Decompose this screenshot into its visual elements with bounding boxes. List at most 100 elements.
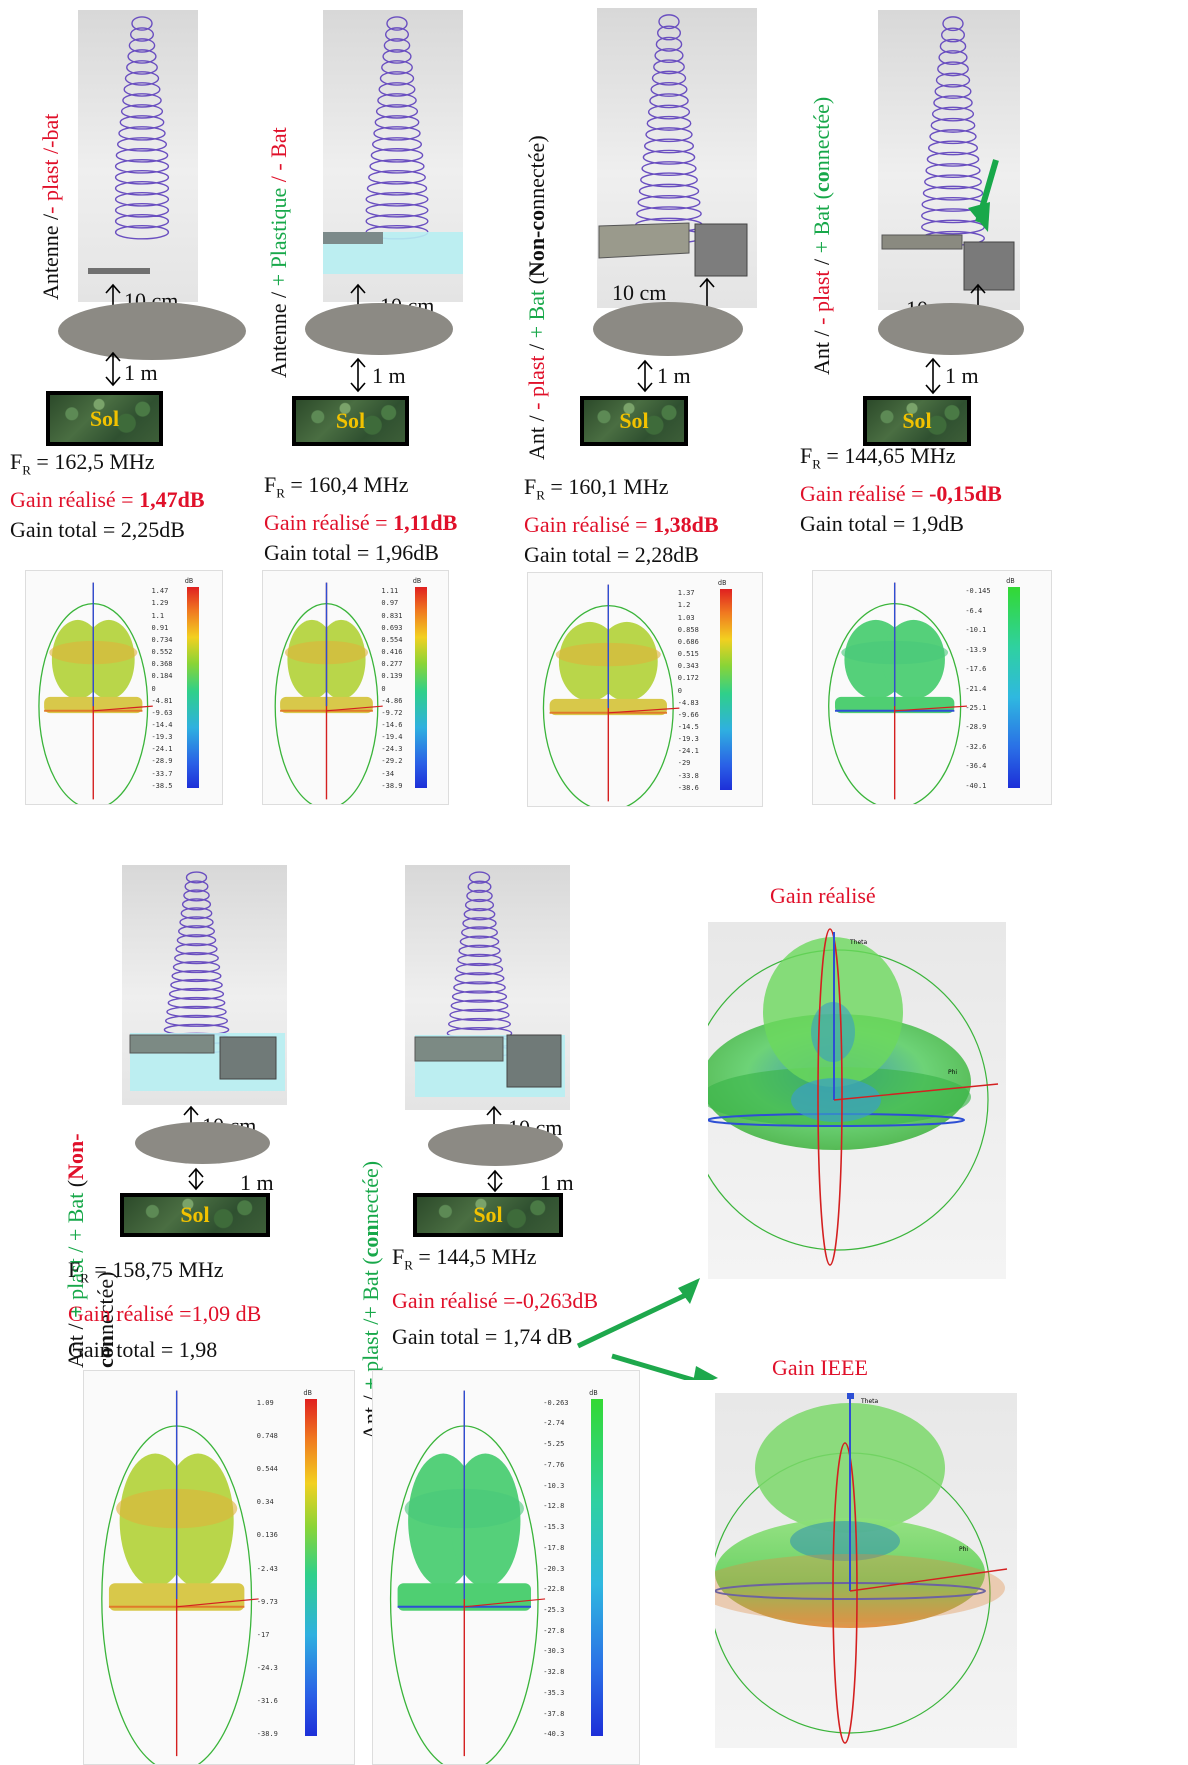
colour-scale-tick: -40.3: [543, 1730, 565, 1739]
label-segment: + Bat: [524, 289, 549, 339]
colour-scale-unit: dB: [303, 1388, 312, 1397]
colour-scale-tick: -6.4: [965, 606, 983, 615]
sol-block: Sol: [413, 1193, 563, 1237]
colour-scale-tick: -27.8: [543, 1626, 565, 1635]
colour-scale-tick: 0.858: [677, 625, 699, 634]
total-gain: Gain total = 2,28dB: [524, 542, 699, 568]
realized-gain: Gain réalisé = -0,15dB: [800, 479, 1002, 509]
colour-scale-tick: -25.3: [543, 1605, 565, 1614]
colour-scale-tick: -32.6: [965, 742, 987, 751]
colour-scale-tick: 0.343: [677, 662, 699, 671]
colour-scale-tick: -9.66: [677, 710, 699, 719]
colour-scale-tick: -0.145: [965, 587, 991, 596]
total-gain: Gain total = 2,25dB: [10, 517, 185, 543]
antenna-model-view-4: [878, 10, 1020, 310]
realized-gain: Gain réalisé = 1,11dB: [264, 508, 457, 538]
realized-gain: Gain réalisé = 1,47dB: [10, 485, 205, 515]
theta-label: Theta: [860, 1398, 879, 1405]
config-label-2: Antenne / + Plastique / - Bat: [266, 127, 292, 378]
label-segment: plast /: [358, 1318, 383, 1372]
sol-block: Sol: [120, 1193, 270, 1237]
colour-scale-tick: 0.693: [381, 623, 403, 632]
frequency-value: = 160,4 MHz: [290, 472, 409, 497]
colour-scale-tick: 1.2: [677, 601, 691, 610]
colour-scale-tick: -14.6: [381, 720, 403, 729]
colour-scale-tick: -32.8: [543, 1668, 565, 1677]
colour-scale-tick: -17: [256, 1630, 270, 1639]
sol-block: Sol: [863, 396, 971, 446]
colour-scale-tick: 0.368: [151, 660, 173, 669]
colour-scale-tick: -24.3: [256, 1664, 278, 1673]
ground-plane-disk: [428, 1124, 563, 1166]
resonance-frequency: FR = 144,65 MHz: [800, 443, 956, 472]
resonance-frequency: FR = 144,5 MHz: [392, 1244, 537, 1273]
label-segment: (: [358, 1257, 383, 1271]
colour-scale-tick: -14.5: [677, 722, 699, 731]
helix-antenna-icon: [323, 16, 463, 274]
label-segment: + Bat: [809, 204, 834, 254]
colour-scale-tick: -2.74: [543, 1419, 565, 1428]
sol-block: Sol: [46, 391, 163, 446]
label-segment: nnectée): [809, 96, 834, 172]
ground-plane-disk: [305, 303, 453, 355]
label-segment: /: [524, 338, 549, 356]
colour-scale-unit: dB: [184, 577, 194, 586]
double-arrow-icon: [350, 357, 366, 393]
double-arrow-icon: [105, 351, 121, 387]
colour-scale-tick: 0.91: [151, 623, 169, 632]
label-segment: /: [809, 253, 834, 271]
realized-gain-value: 1,11dB: [393, 510, 458, 536]
label-segment: co: [809, 171, 834, 193]
frequency-value: = 162,5 MHz: [36, 449, 155, 474]
sol-label: Sol: [619, 408, 649, 433]
radiation-pattern-2d: dB-0.145-6.4-10.1-13.9-17.6-21.4-25.1-28…: [812, 570, 1052, 805]
distance-label-bottom: 1 m: [657, 363, 691, 388]
realized-gain: Gain réalisé =1,09 dB: [68, 1301, 262, 1327]
colour-scale-tick: -35.3: [543, 1688, 565, 1697]
antenna-model-view-2: [323, 10, 463, 302]
helix-antenna-icon: [414, 871, 565, 1097]
label-segment: + Plastique: [266, 187, 291, 287]
label-segment: Non-: [63, 1133, 88, 1180]
colour-scale-bar: [414, 587, 427, 788]
colour-scale-tick: -2.43: [256, 1564, 278, 1573]
realized-gain: Gain réalisé = 1,38dB: [524, 510, 719, 540]
colour-scale-tick: -10.1: [965, 626, 987, 635]
radiation-pattern-icon: [38, 582, 153, 804]
colour-scale-tick: -0.263: [543, 1398, 569, 1407]
colour-scale-tick: -24.1: [677, 747, 699, 756]
colour-scale-tick: 0.97: [381, 599, 399, 608]
colour-scale-tick: -4.83: [677, 698, 699, 707]
resonance-frequency: FR = 162,5 MHz: [10, 449, 155, 478]
label-segment: - plast: [809, 270, 834, 325]
colour-scale-tick: -15.3: [543, 1523, 565, 1531]
frequency-value: = 160,1 MHz: [550, 474, 669, 499]
realized-gain-label: Gain réalisé =: [264, 510, 394, 536]
realized-gain-label: Gain réalisé =: [800, 481, 930, 507]
colour-scale-bar: [1008, 587, 1021, 788]
colour-scale-tick: -17.8: [543, 1543, 565, 1552]
colour-scale-tick: 0.34: [256, 1498, 274, 1507]
colour-scale-tick: -22.8: [543, 1585, 565, 1594]
colour-scale-tick: -19.3: [151, 733, 173, 742]
colour-scale-tick: -20.3: [543, 1564, 565, 1573]
realized-gain-value: 1,38dB: [653, 512, 719, 538]
colour-scale-tick: 0.136: [256, 1531, 278, 1540]
frequency-value: = 144,5 MHz: [418, 1244, 537, 1269]
frequency-value: = 158,75 MHz: [94, 1257, 224, 1282]
label-segment: Antenne /: [266, 286, 291, 378]
radiation-pattern-icon: [542, 584, 680, 806]
colour-scale-tick: -29: [677, 759, 691, 768]
helix-antenna-icon: [598, 14, 748, 277]
realized-gain-label: Gain réalisé =: [524, 512, 654, 538]
colour-scale-tick: -38.5: [151, 781, 173, 790]
colour-scale-tick: -24.3: [381, 745, 403, 754]
colour-scale-tick: 0: [151, 684, 156, 693]
